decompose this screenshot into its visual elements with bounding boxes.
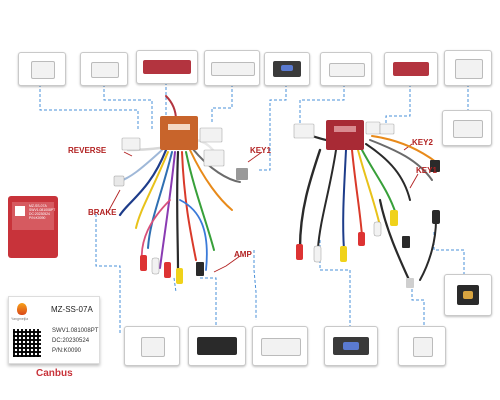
connector-thumb-1 <box>18 52 66 86</box>
qr-code <box>13 329 41 357</box>
connector-thumb-6 <box>320 52 372 86</box>
left-orange-module <box>160 116 198 150</box>
card-model: MZ-SS-07A <box>51 305 93 314</box>
connector-thumb-5 <box>264 52 310 86</box>
brand-logo-icon <box>17 303 27 315</box>
connector-thumb-4 <box>204 50 260 86</box>
connector-thumb-7 <box>384 52 438 86</box>
connector-thumb-2 <box>80 52 128 86</box>
callout-amp: AMP <box>234 250 252 259</box>
connector-thumb-8 <box>444 50 492 86</box>
canbus-caption: Canbus <box>36 368 73 379</box>
brand-name: Yangmeijia <box>11 317 29 321</box>
left-rca-plugs <box>140 255 204 284</box>
card-software: SWV1.081008PT <box>52 328 99 334</box>
callout-leaders <box>107 143 419 273</box>
module-small-text: MZ-SS-07A SWV1.081008PT DC:20230524 P/N:… <box>29 204 56 220</box>
card-part-number: P/N:K0090 <box>52 348 82 354</box>
connector-thumb-right-mid <box>444 274 492 316</box>
connector-thumb-bottom-5 <box>398 326 446 366</box>
connector-thumb-bottom-3 <box>252 326 308 366</box>
connector-thumb-3 <box>136 50 198 84</box>
card-date-code: DC:20230524 <box>52 338 90 344</box>
callout-brake: BRAKE <box>88 208 117 217</box>
right-rca-plugs <box>296 210 414 288</box>
callout-key1-left: KEY1 <box>250 146 271 155</box>
callout-reverse: REVERSE <box>68 146 107 155</box>
connector-thumb-bottom-2 <box>188 326 246 366</box>
connector-thumb-9 <box>442 110 492 146</box>
callout-key2-right: KEY2 <box>412 138 433 147</box>
right-red-module <box>326 120 364 150</box>
canbus-decoder-module <box>8 196 58 258</box>
connector-thumb-bottom-1 <box>124 326 180 366</box>
connector-thumb-bottom-4 <box>324 326 378 366</box>
callout-key1-right: KEY1 <box>416 166 437 175</box>
canbus-product-card: Yangmeijia MZ-SS-07A SWV1.081008PT DC:20… <box>8 296 100 364</box>
